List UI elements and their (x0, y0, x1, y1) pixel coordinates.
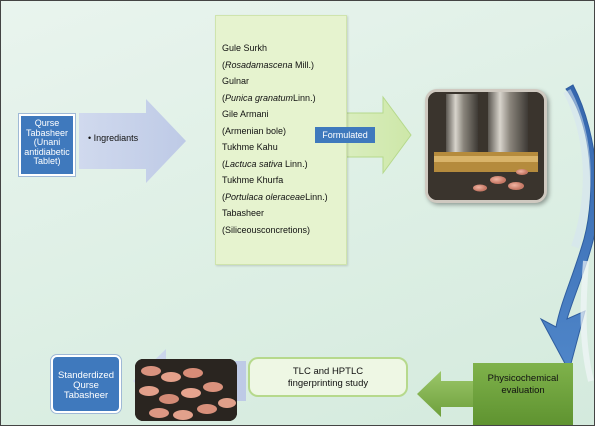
ingredients-list: Gule Surkh(Rosadamascena Mill.)Gulnar(Pu… (222, 40, 328, 238)
ingredient-text: ( (222, 59, 225, 70)
ingredient-item: (Portulaca oleraceaeLinn.) (222, 189, 328, 206)
ingredient-item: Gulnar (222, 73, 328, 90)
ingredient-item: (Lactuca sativa Linn.) (222, 156, 328, 173)
ingredients-label: • Ingrediants (88, 133, 139, 143)
ingredient-botanical-name: Punica granatum (225, 92, 294, 103)
ingredient-author: Linn.) (282, 158, 308, 169)
tablet-box-line5: Tablet) (33, 156, 61, 166)
ingredient-text: Gule Surkh (222, 43, 268, 53)
ingredient-text: ( (222, 191, 225, 202)
ingredients-arrow (79, 99, 186, 183)
ingredient-text: Gile Armani (222, 109, 269, 119)
ingredients-box: Gule Surkh(Rosadamascena Mill.)Gulnar(Pu… (215, 15, 347, 265)
ingredient-item: (Armenian bole) (222, 123, 328, 140)
ingredient-item: Tukhme Khurfa (222, 172, 328, 189)
ingredient-text: (Armenian bole) (222, 125, 287, 136)
evaluation-line2: evaluation (501, 385, 545, 396)
ingredient-item: (Siliceousconcretions) (222, 222, 328, 239)
ingredient-botanical-name: Portulaca oleraceae (225, 191, 306, 202)
curved-flow-arrow (539, 84, 594, 373)
ingredient-text: ( (222, 92, 225, 103)
tablet-box: Qurse Tabasheer (Unani antidiabetic Tabl… (19, 114, 75, 176)
evaluation-box: Physicochemical evaluation (473, 363, 573, 425)
ingredient-item: Gile Armani (222, 106, 328, 123)
fingerprint-box: TLC and HPTLC fingerprinting study (248, 357, 408, 397)
ingredient-item: (Rosadamascena Mill.) (222, 57, 328, 74)
evaluation-to-fingerprint-arrow (417, 371, 473, 417)
standardized-box-line1: Standerdized (58, 370, 114, 381)
evaluation-line1: Physicochemical (487, 373, 559, 384)
ingredient-item: Tabasheer (222, 205, 328, 222)
ingredient-botanical-name: Lactuca sativa (225, 158, 283, 169)
ingredient-item: Tukhme Kahu (222, 139, 328, 156)
tablets-image (135, 359, 237, 421)
ingredient-text: Tukhme Kahu (222, 142, 278, 152)
tablet-box-line1: Qurse (34, 118, 60, 128)
standardized-box: Standerdized Qurse Tabasheer (51, 355, 121, 413)
ingredient-item: Gule Surkh (222, 40, 328, 57)
tablet-press-photo (425, 89, 547, 203)
ingredient-item: (Punica granatumLinn.) (222, 90, 328, 107)
ingredient-author: Linn.) (305, 191, 328, 202)
ingredient-text: Tukhme Khurfa (222, 175, 284, 185)
ingredient-botanical-name: Rosadamascena (225, 59, 293, 70)
tablets-photo (135, 359, 237, 421)
tablet-box-line3: (Unani (33, 137, 61, 147)
fingerprint-line1: TLC and HPTLC (292, 366, 364, 377)
formulated-badge: Formulated (315, 127, 375, 143)
fingerprint-line2: fingerprinting study (287, 378, 369, 389)
standardized-box-line2: Qurse (73, 380, 99, 391)
ingredient-author: Linn.) (293, 92, 316, 103)
standardized-box-line3: Tabasheer (63, 390, 109, 401)
tablet-press-image (428, 92, 544, 200)
tablet-box-line4: antidiabetic (24, 146, 70, 157)
ingredient-text: Tabasheer (222, 208, 265, 218)
ingredient-author: Mill.) (292, 59, 315, 70)
ingredient-text: (Siliceousconcretions) (222, 224, 311, 235)
tablet-box-line2: Tabasheer (25, 127, 69, 138)
ingredient-text: ( (222, 158, 225, 169)
ingredient-text: Gulnar (222, 76, 250, 86)
